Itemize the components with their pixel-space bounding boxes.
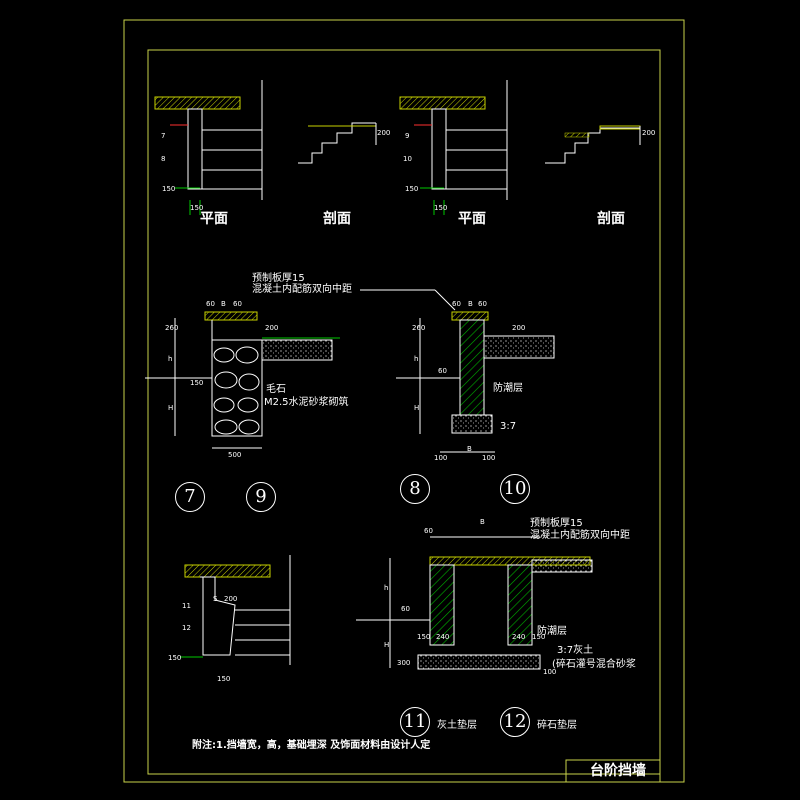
legend-label-11: 灰土垫层 <box>437 720 477 731</box>
detail-d-label-dpc: 防潮层 <box>537 626 567 637</box>
detail-circle-8: 8 <box>400 474 430 504</box>
plan-view-2 <box>399 80 508 215</box>
detail-a-dim-500: 500 <box>228 451 242 459</box>
detail-a-note-2: 混凝土内配筋双向中距 <box>252 284 352 295</box>
detail-a-dim-top-1: 60 <box>206 300 215 308</box>
detail-c-mark-11: 11 <box>182 602 191 610</box>
detail-c-mark-12: 12 <box>182 624 191 632</box>
sheet-frame <box>123 19 685 783</box>
section-label-2: 剖面 <box>597 211 625 227</box>
detail-d-dim-bottom-3: 240 <box>512 633 526 641</box>
detail-d-label-gravel: (碎石灌号混合砂浆 <box>552 659 636 670</box>
detail-a-dim-260: 260 <box>165 324 179 332</box>
title-block: 台阶挡墙 <box>590 763 646 779</box>
detail-circle-9: 9 <box>246 482 276 512</box>
detail-b-dim-top-3: 60 <box>478 300 487 308</box>
detail-circle-11: 11 <box>400 707 430 737</box>
detail-small-plan <box>180 555 291 665</box>
detail-a-note-1: 预制板厚15 <box>252 273 305 284</box>
dim-150-b: 150 <box>190 204 204 212</box>
mark-left-bottom: 8 <box>161 155 166 163</box>
section-label-1: 剖面 <box>323 211 351 227</box>
detail-b-dim-top-2: B <box>468 300 473 308</box>
detail-b-dim-h: h <box>414 355 419 363</box>
detail-circle-10: 10 <box>500 474 530 504</box>
detail-b-dim-100-a: 100 <box>434 454 448 462</box>
plan-view-1 <box>154 80 263 215</box>
section-view-2 <box>545 125 641 164</box>
detail-a-dim-top-3: 60 <box>233 300 242 308</box>
detail-a-dim-H: H <box>168 404 174 412</box>
plan-label-1: 平面 <box>200 211 228 227</box>
detail-circle-7: 7 <box>175 482 205 512</box>
detail-d-note-2: 混凝土内配筋双向中距 <box>530 530 630 541</box>
detail-d-dim-h: h <box>384 584 389 592</box>
dim-150-d: 150 <box>434 204 448 212</box>
dim-200-b: 200 <box>642 129 656 137</box>
detail-d-dim-bottom-1: 150 <box>417 633 431 641</box>
detail-d-dim-60b: 60 <box>401 605 410 613</box>
detail-d-dim-bottom-4: 150 <box>532 633 546 641</box>
label-stone: 毛石 <box>266 384 286 395</box>
detail-d-dim-300: 300 <box>397 659 411 667</box>
detail-d-dim-H: H <box>384 641 390 649</box>
detail-a-dim-top-2: B <box>221 300 226 308</box>
mark-left-top: 7 <box>161 132 166 140</box>
detail-twin-walls <box>356 536 593 670</box>
detail-b-dim-B: B <box>467 445 472 453</box>
detail-circle-12: 12 <box>500 707 530 737</box>
detail-stone-wall <box>145 289 456 449</box>
general-note: 附注:1.挡墙宽，高，基础埋深 及饰面材料由设计人定 <box>192 740 431 751</box>
detail-d-label-lime: 3:7灰土 <box>557 645 594 656</box>
detail-b-dim-200: 200 <box>512 324 526 332</box>
detail-b-dim-H: H <box>414 404 420 412</box>
detail-b-label-dpc: 防潮层 <box>493 383 523 394</box>
detail-d-dim-100: 100 <box>543 668 557 676</box>
dim-150-a: 150 <box>162 185 176 193</box>
detail-d-dim-bottom-2: 240 <box>436 633 450 641</box>
detail-a-dim-h: h <box>168 355 173 363</box>
dim-150-c: 150 <box>405 185 419 193</box>
detail-a-dim-150: 150 <box>190 379 204 387</box>
mark-right-bottom: 10 <box>403 155 412 163</box>
detail-b-label-37: 3:7 <box>500 421 517 432</box>
detail-brick-wall <box>396 311 555 453</box>
detail-b-dim-60: 60 <box>438 367 447 375</box>
detail-d-note-1: 预制板厚15 <box>530 518 583 529</box>
detail-d-dim-B: B <box>480 518 485 526</box>
detail-c-dim-150-a: 150 <box>168 654 182 662</box>
detail-b-dim-top-1: 60 <box>452 300 461 308</box>
detail-b-dim-100-b: 100 <box>482 454 496 462</box>
detail-d-dim-60: 60 <box>424 527 433 535</box>
mark-right-top: 9 <box>405 132 410 140</box>
detail-c-dim-200: 200 <box>224 595 238 603</box>
detail-c-dim-S: S <box>213 595 218 603</box>
dim-200-a: 200 <box>377 129 391 137</box>
detail-b-dim-260: 260 <box>412 324 426 332</box>
section-view-1 <box>298 122 377 164</box>
detail-a-dim-200: 200 <box>265 324 279 332</box>
detail-c-dim-150-b: 150 <box>217 675 231 683</box>
label-mortar: M2.5水泥砂浆砌筑 <box>264 397 349 408</box>
legend-label-12: 碎石垫层 <box>537 720 577 731</box>
plan-label-2: 平面 <box>458 211 486 227</box>
